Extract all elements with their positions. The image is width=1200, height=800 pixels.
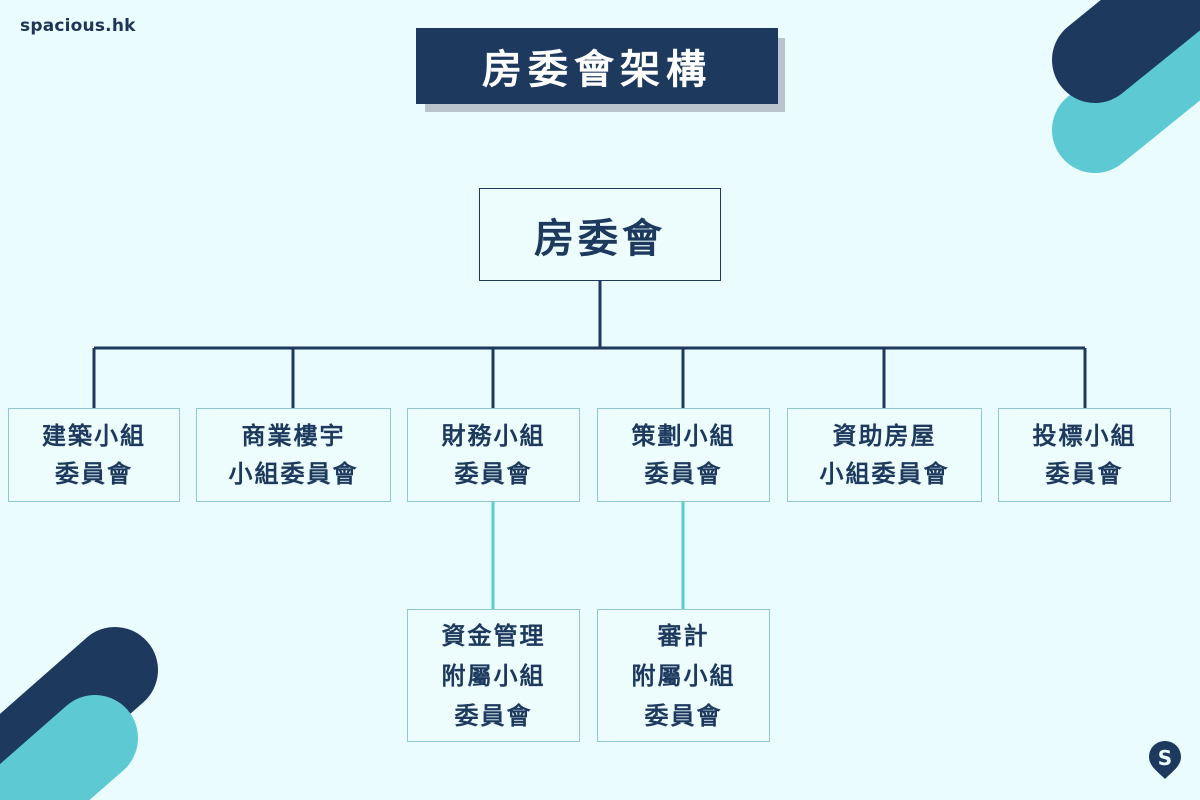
committee-box: 商業樓宇 小組委員會	[196, 408, 391, 502]
committee-label: 資助房屋 小組委員會	[819, 422, 950, 488]
committee-box: 財務小組 委員會	[407, 408, 580, 502]
page-title: 房委會架構	[416, 28, 778, 104]
committee-box: 建築小組 委員會	[8, 408, 180, 502]
subcommittee-box: 資金管理 附屬小組 委員會	[407, 609, 580, 742]
deco-stroke-bottom-teal	[0, 695, 138, 800]
svg-text:S: S	[1158, 746, 1172, 770]
committee-box: 策劃小組 委員會	[597, 408, 770, 502]
deco-stroke-top-navy	[1052, 0, 1200, 103]
org-root-label: 房委會	[534, 215, 666, 262]
committee-box: 資助房屋 小組委員會	[787, 408, 982, 502]
committee-box: 投標小組 委員會	[998, 408, 1171, 502]
org-root-box: 房委會	[479, 188, 721, 281]
committee-label: 建築小組 委員會	[42, 422, 146, 488]
brand-wordmark: spacious.hk	[20, 16, 136, 36]
subcommittee-label: 資金管理 附屬小組 委員會	[441, 621, 546, 730]
s-logo-icon: S	[1149, 741, 1181, 779]
committee-label: 財務小組 委員會	[441, 422, 546, 488]
committee-label: 策劃小組 委員會	[631, 422, 736, 488]
subcommittee-label: 審計 附屬小組 委員會	[631, 621, 736, 730]
committee-label: 投標小組 委員會	[1032, 422, 1137, 488]
subcommittee-box: 審計 附屬小組 委員會	[597, 609, 770, 742]
deco-stroke-top-teal	[1052, 2, 1200, 173]
committee-label: 商業樓宇 小組委員會	[228, 422, 359, 488]
